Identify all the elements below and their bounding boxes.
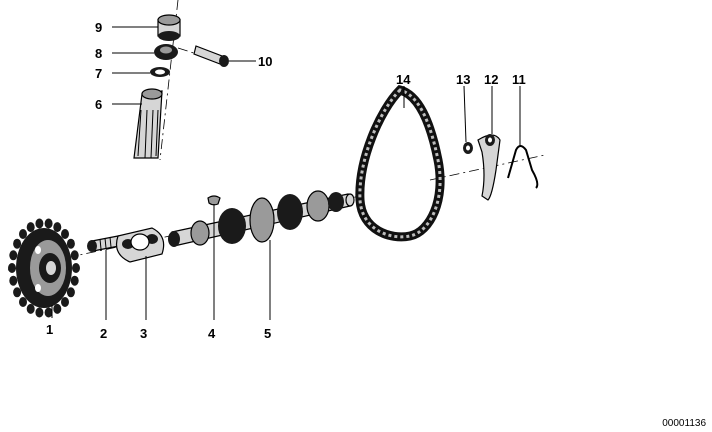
key-drawing (207, 195, 221, 206)
sprocket-tooth (35, 218, 44, 229)
sprocket-tooth (44, 307, 53, 318)
screw-drawing (193, 45, 229, 67)
callout-2: 2 (100, 326, 107, 341)
sprocket-tooth (9, 275, 18, 286)
flange-drawing (115, 227, 165, 263)
callout-14: 14 (396, 72, 411, 87)
callout-5: 5 (264, 326, 271, 341)
sprocket-tooth (61, 229, 69, 239)
sprocket-tooth (35, 307, 44, 318)
sprocket-tooth (13, 238, 22, 249)
camshaft-drawing (168, 190, 355, 247)
sprocket-tooth (44, 218, 53, 229)
callout-1: 1 (46, 322, 53, 337)
sprocket-drawing (8, 218, 80, 318)
leader-lines (51, 26, 521, 320)
callout-7: 7 (95, 66, 102, 81)
callout-11: 11 (512, 72, 526, 87)
callout-13: 13 (456, 72, 470, 87)
nut-drawing (154, 44, 178, 60)
callout-10: 10 (258, 54, 272, 69)
sprocket-tooth (19, 229, 27, 239)
sprocket-tooth (70, 275, 79, 286)
callout-9: 9 (95, 20, 102, 35)
sprocket-tooth (13, 287, 22, 298)
sprocket-tooth (53, 222, 62, 233)
callout-3: 3 (140, 326, 147, 341)
sprocket-tooth (72, 263, 80, 273)
callout-4: 4 (208, 326, 216, 341)
spring-drawing (507, 145, 539, 189)
sprocket-tooth (26, 303, 35, 314)
sprocket-tooth (8, 263, 16, 273)
sprocket-tooth (66, 287, 75, 298)
washer-drawing (150, 67, 170, 77)
sprocket-tooth (61, 297, 69, 307)
sprocket-tooth (70, 250, 79, 261)
diagram-reference-number: 00001136 (662, 418, 706, 429)
sprocket-tooth (26, 222, 35, 233)
timing-chain-drawing (355, 84, 445, 242)
bolt-drawing (87, 235, 120, 252)
small-washer-drawing (463, 142, 473, 154)
distributor-shaft-drawing (133, 88, 163, 159)
sprocket-tooth (66, 238, 75, 249)
callout-6: 6 (95, 97, 102, 112)
sprocket-tooth (53, 303, 62, 314)
sleeve-drawing (157, 14, 181, 41)
sprocket-tooth (9, 250, 18, 261)
callout-8: 8 (95, 46, 102, 61)
sprocket-tooth (19, 297, 27, 307)
tensioner-rail-drawing (477, 134, 501, 201)
callout-12: 12 (484, 72, 498, 87)
